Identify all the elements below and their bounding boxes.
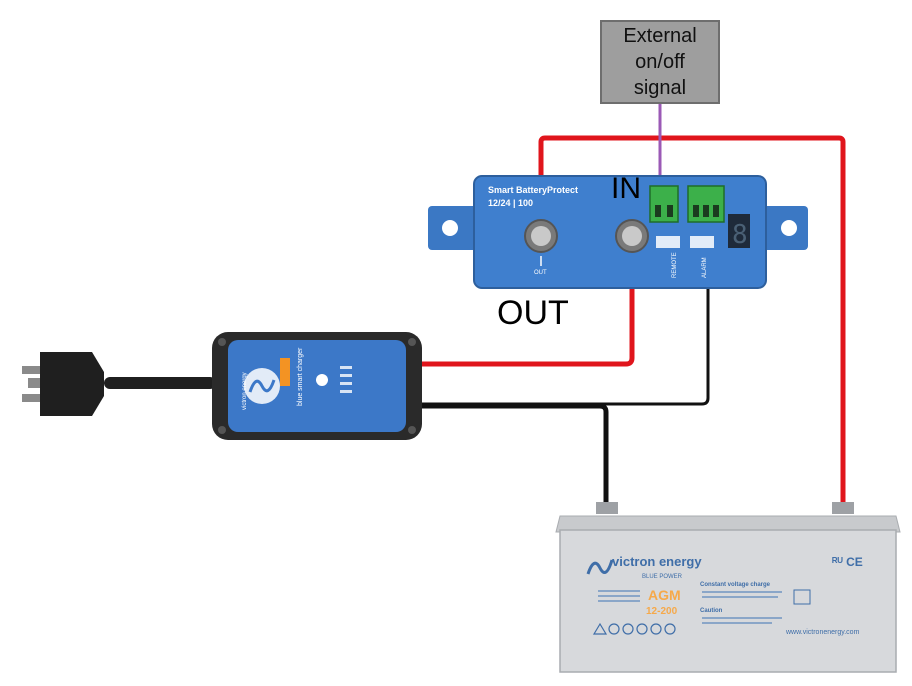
charger-screw-tl	[218, 338, 226, 346]
charger-model-label: blue smart charger	[297, 347, 304, 406]
alarm-screw-2	[703, 205, 709, 217]
charger-led-button	[316, 374, 328, 386]
remote-label: REMOTE	[672, 252, 678, 278]
charger-led-4	[340, 390, 352, 393]
battery-website: www.victronenergy.com	[785, 629, 860, 636]
battery-fine-print-4	[702, 622, 772, 624]
battery-fine-print-1	[702, 591, 782, 593]
display-digit: 8	[732, 220, 748, 250]
safety-icon-4	[650, 623, 662, 635]
charger-face	[228, 340, 406, 432]
battery-brand: victron energy	[612, 554, 702, 569]
battery-heading-caution: Caution	[700, 608, 723, 614]
alarm-label: ALARM	[702, 257, 708, 278]
device-rating: 12/24 | 100	[488, 198, 533, 208]
remote-screw-2	[667, 205, 673, 217]
alarm-screw-1	[693, 205, 699, 217]
plug-body	[40, 352, 104, 416]
charger-screw-bl	[218, 426, 226, 434]
battery-fine-print-3	[702, 617, 782, 619]
charger-screw-tr	[408, 338, 416, 346]
charger-screw-br	[408, 426, 416, 434]
in-stud-nut	[622, 226, 642, 246]
alarm-pin-header	[690, 236, 714, 248]
battery-safety-icons	[592, 622, 676, 635]
victron-logo-icon	[248, 379, 276, 393]
battery-fine-print-5	[598, 590, 640, 592]
mounting-hole-right	[781, 220, 797, 236]
external-signal-line3: signal	[633, 77, 687, 99]
battery-type: AGM	[648, 587, 681, 603]
battery-terminal-negative	[596, 502, 618, 514]
charger-orange-tag	[280, 358, 290, 386]
battery-logo-icon	[586, 559, 614, 575]
out-stud-nut	[531, 226, 551, 246]
charger-led-1	[340, 366, 352, 369]
negative-wire-charger-to-battery	[420, 403, 609, 508]
safety-icon-5	[664, 623, 676, 635]
seven-segment-display	[728, 214, 750, 248]
battery-model: 12-200	[646, 606, 678, 617]
external-signal-line1: External	[623, 25, 697, 47]
out-label: OUT	[497, 294, 569, 332]
agm-battery: victron energy BLUE POWER AGM 12-200 Con…	[555, 502, 901, 673]
remote-terminal-block	[649, 185, 679, 223]
battery-heading-charge: Constant voltage charge	[700, 582, 771, 588]
battery-cert-mark: ᴿᵁ CE	[832, 555, 863, 569]
safety-icon-2	[622, 623, 634, 635]
remote-pin-header	[656, 236, 680, 248]
out-stud-label: OUT	[534, 270, 547, 276]
battery-fine-print-2	[702, 596, 778, 598]
charger-brand-label: victron energy	[242, 372, 248, 410]
battery-warning-box	[793, 589, 811, 605]
battery-terminal-positive	[832, 502, 854, 514]
battery-lid	[555, 515, 901, 533]
plug-pin-bottom	[22, 394, 40, 402]
mounting-hole-left	[442, 220, 458, 236]
remote-screw-1	[655, 205, 661, 217]
charger-led-3	[340, 382, 352, 385]
plug-cable	[104, 377, 216, 389]
plug-pin-top	[22, 366, 40, 374]
in-label: IN	[611, 172, 641, 205]
blue-smart-charger: blue smart charger victron energy	[22, 332, 422, 440]
positive-wire-battery-to-in	[538, 135, 846, 510]
device-title: Smart BatteryProtect	[488, 185, 578, 195]
warning-triangle-icon	[592, 622, 608, 635]
plug-pin-middle	[28, 378, 42, 388]
safety-icon-1	[608, 623, 620, 635]
battery-protect-device: Smart BatteryProtect 12/24 | 100 OUT REM…	[428, 175, 808, 289]
alarm-ground-wire	[420, 210, 710, 406]
battery-fine-print-7	[598, 600, 640, 602]
alarm-screw-3	[713, 205, 719, 217]
safety-icon-3	[636, 623, 648, 635]
charger-led-2	[340, 374, 352, 377]
external-signal-box: External on/off signal	[600, 20, 720, 104]
battery-tagline: BLUE POWER	[642, 574, 683, 580]
positive-wire-out-to-charger	[420, 236, 635, 367]
external-signal-line2: on/off	[635, 51, 685, 73]
battery-fine-print-6	[598, 595, 640, 597]
